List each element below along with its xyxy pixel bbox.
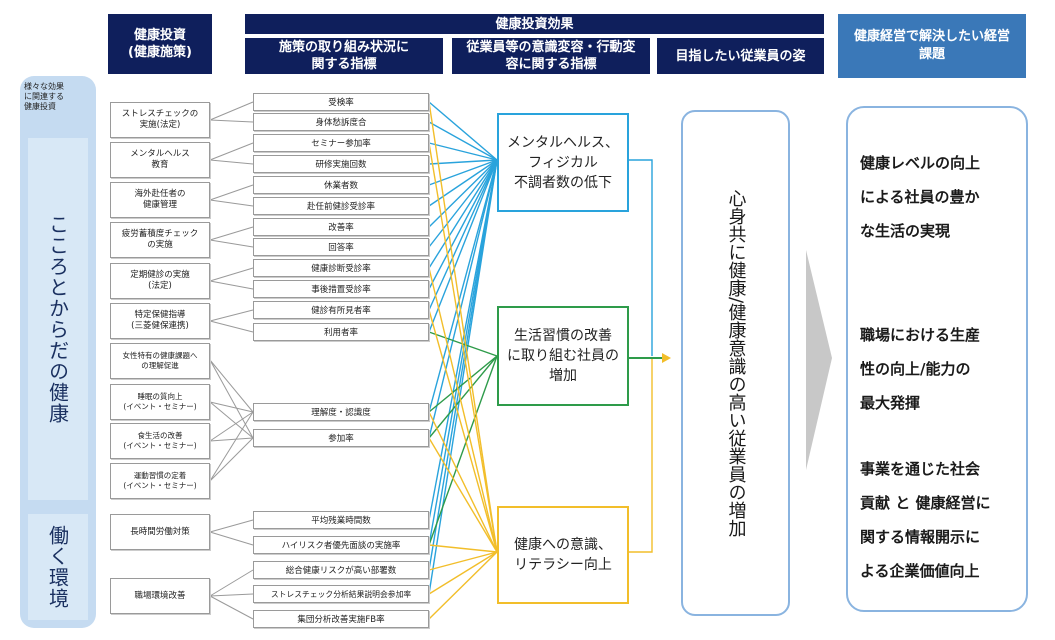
header-effect-title: 健康投資効果 xyxy=(245,14,824,34)
indicator-item: 改善率 xyxy=(253,218,429,236)
measure-overtime: 長時間労働対策 xyxy=(110,514,210,550)
goal-1: 健康レベルの向上 による社員の豊か な生活の実現 xyxy=(860,154,981,240)
gray-chevron-icon xyxy=(806,250,832,470)
measure-overseas-health: 海外赴任者の 健康管理 xyxy=(110,182,210,218)
category-mind-body: こころとからだの健康 xyxy=(28,138,88,500)
indicator-item: ハイリスク者優先面談の実施率 xyxy=(253,536,429,554)
arrowhead-icon xyxy=(662,353,671,363)
outcome-mental-physical: メンタルヘルス、 フィジカル 不調者数の低下 xyxy=(497,113,629,212)
target-employee-box: 心身共に健康/健康意識の高い従業員の増加 xyxy=(681,110,790,616)
indicator-item: 身体愁訴度合 xyxy=(253,113,429,131)
measure-checkup: 定期健診の実施 (法定) xyxy=(110,263,210,299)
measure-fatigue-check: 疲労蓄積度チェック の実施 xyxy=(110,222,210,258)
goal-2: 職場における生産 性の向上/能力の 最大発揮 xyxy=(860,326,981,412)
left-panel-description: 様々な効果 に関連する 健康投資 xyxy=(24,82,64,111)
indicator-item: 回答率 xyxy=(253,238,429,256)
indicator-item: 研修実施回数 xyxy=(253,155,429,173)
category-mind-body-label: こころとからだの健康 xyxy=(45,214,70,424)
measure-diet: 食生活の改善 (イベント・セミナー) xyxy=(110,423,210,459)
indicator-item: 理解度・認識度 xyxy=(253,403,429,421)
indicator-item: セミナー参加率 xyxy=(253,134,429,152)
category-work: 働く環境 xyxy=(28,514,88,620)
indicator-item: 事後措置受診率 xyxy=(253,280,429,298)
measure-exercise: 運動習慣の定着 (イベント・セミナー) xyxy=(110,463,210,499)
measure-mental-health-education: メンタルヘルス 教育 xyxy=(110,142,210,178)
measure-workplace: 職場環境改善 xyxy=(110,578,210,614)
goals-panel xyxy=(846,106,1028,612)
header-target-employee: 目指したい従業員の姿 xyxy=(657,38,824,74)
header-awareness: 従業員等の意識変容・行動変 容に関する指標 xyxy=(452,38,650,74)
measure-women-health: 女性特有の健康課題へ の理解促進 xyxy=(110,343,210,379)
indicator-item: 平均残業時間数 xyxy=(253,511,429,529)
indicator-item: 赴任前健診受診率 xyxy=(253,197,429,215)
gray-connectors xyxy=(209,101,254,620)
yellow-connectors xyxy=(428,101,498,620)
yellow-outcome-connector xyxy=(629,358,653,553)
outcome-literacy: 健康への意識、 リテラシー向上 xyxy=(497,506,629,604)
blue-outcome-connector xyxy=(629,159,653,356)
indicator-item: ストレスチェック分析結果説明会参加率 xyxy=(253,585,429,603)
indicator-item: 休業者数 xyxy=(253,176,429,194)
category-work-label: 働く環境 xyxy=(45,525,70,609)
blue-connectors xyxy=(428,101,498,595)
outcome-lifestyle: 生活習慣の改善 に取り組む社員の 増加 xyxy=(497,306,629,406)
measure-sleep: 睡眠の質向上 (イベント・セミナー) xyxy=(110,384,210,420)
measure-stress-check: ストレスチェックの 実施(法定) xyxy=(110,102,210,138)
indicator-item: 総合健康リスクが高い部署数 xyxy=(253,561,429,579)
goal-3: 事業を通じた社会 貢献 と 健康経営に 関する情報開示に よる企業価値向上 xyxy=(860,460,991,580)
indicator-item: 健診有所見者率 xyxy=(253,301,429,319)
header-investment: 健康投資 (健康施策) xyxy=(108,14,212,74)
indicator-item: 健康診断受診率 xyxy=(253,259,429,277)
indicator-item: 受検率 xyxy=(253,93,429,111)
target-employee-label: 心身共に健康/健康意識の高い従業員の増加 xyxy=(725,188,747,538)
measure-specific-guidance: 特定保健指導 (三菱健保連携) xyxy=(110,303,210,339)
indicator-item: 参加率 xyxy=(253,429,429,447)
header-issues: 健康経営で解決したい経営 課題 xyxy=(838,14,1026,78)
header-indicators: 施策の取り組み状況に 関する指標 xyxy=(245,38,443,74)
indicator-item: 利用者率 xyxy=(253,323,429,341)
indicator-item: 集団分析改善実施FB率 xyxy=(253,610,429,628)
